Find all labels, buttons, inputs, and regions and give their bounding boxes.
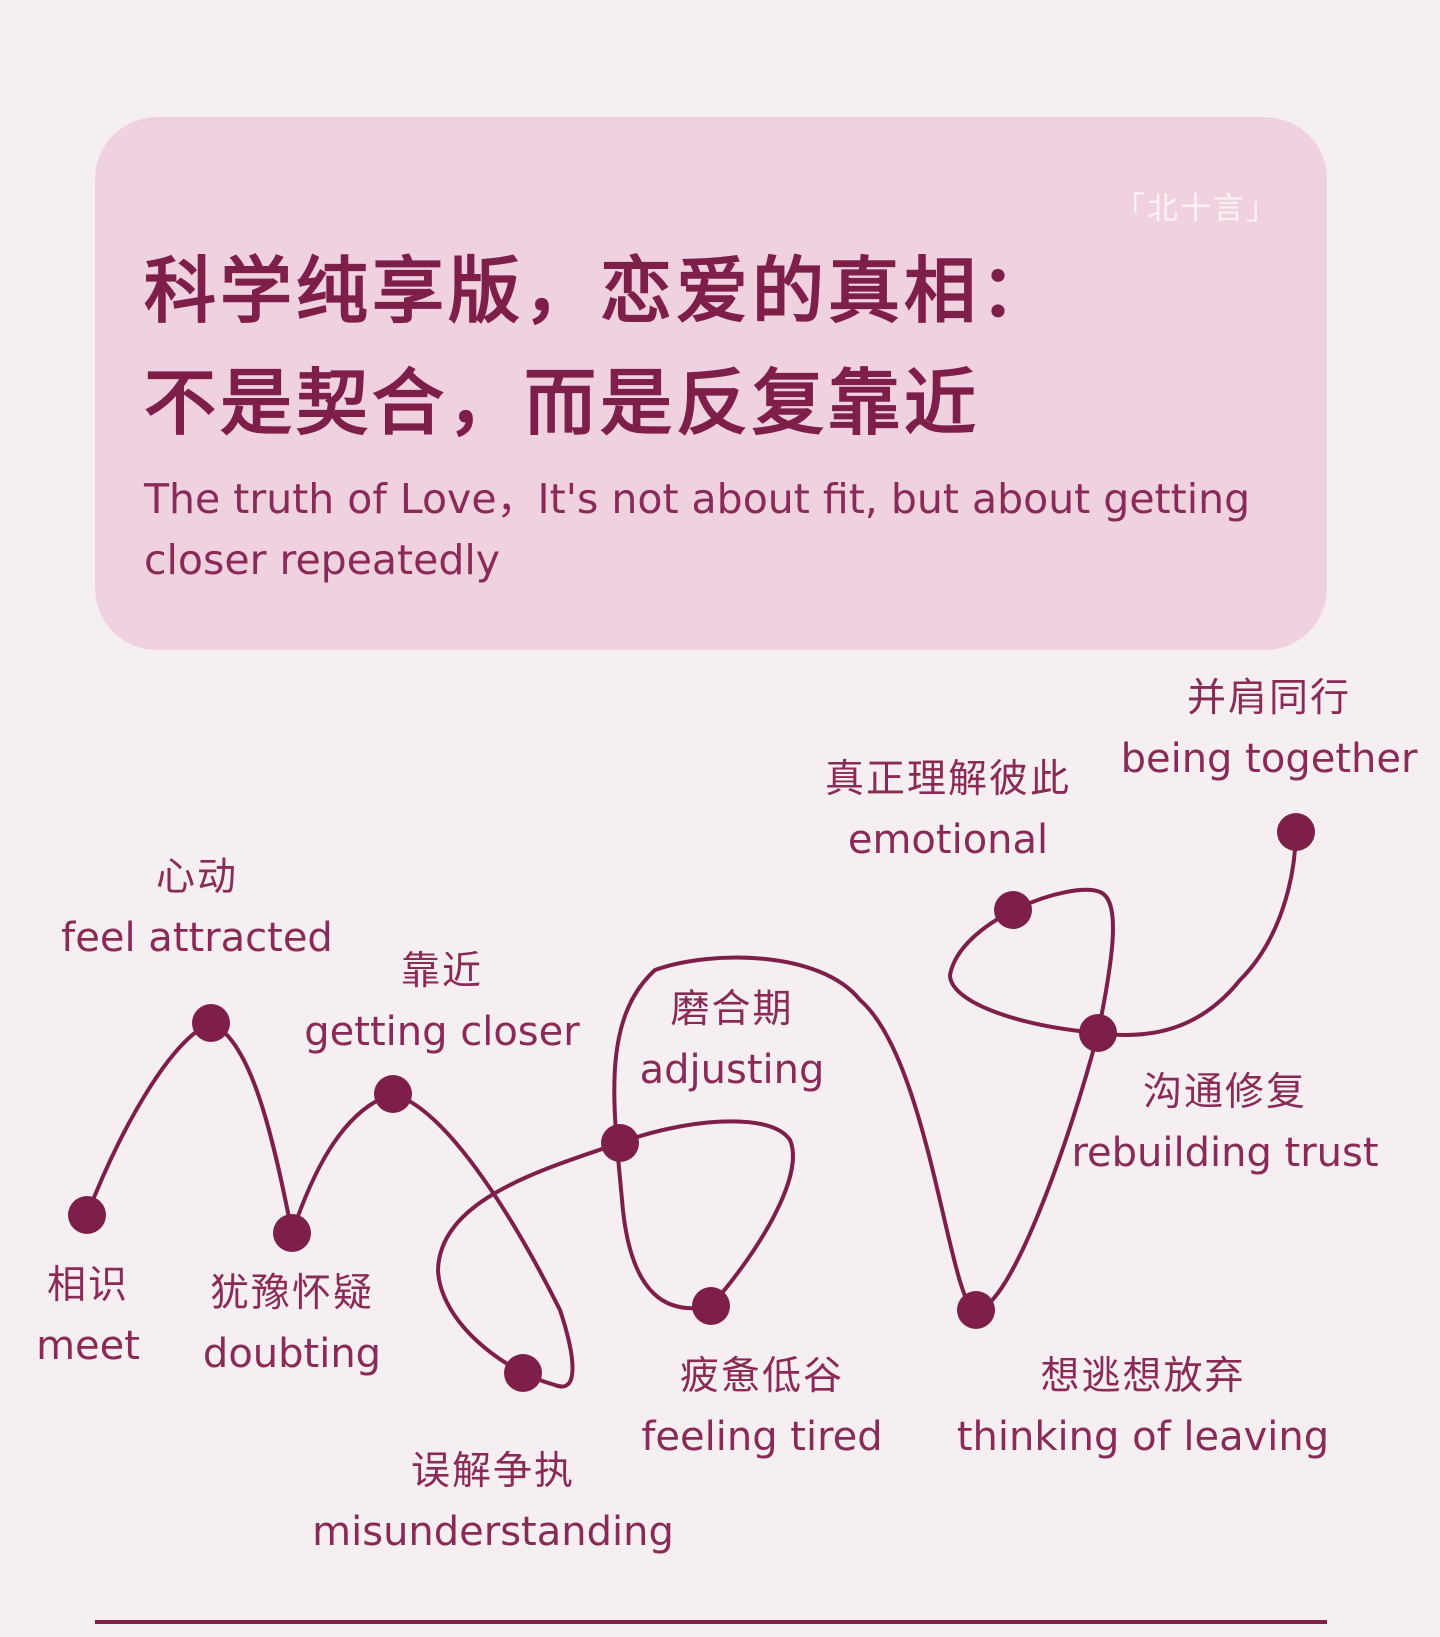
stage-zh: 靠近 [400,949,484,994]
stage-label-being-together: 并肩同行 being together [1121,669,1418,789]
stage-zh: 疲惫低谷 [679,1354,845,1399]
stage-zh: 相识 [46,1263,129,1308]
stage-markers [68,813,1315,1392]
marker-misunderstanding [504,1354,542,1392]
marker-meet [68,1196,106,1234]
stage-en: rebuilding trust [1071,1130,1379,1176]
marker-getting-closer [374,1075,412,1113]
stage-label-rebuilding-trust: 沟通修复 rebuilding trust [1071,1063,1378,1183]
marker-rebuilding-trust [1079,1014,1117,1052]
stage-en: misunderstanding [312,1509,674,1555]
subtitle-line-1: The truth of Love，It's not about fit, bu… [144,475,1251,523]
stage-en: meet [36,1323,140,1369]
stage-zh: 心动 [155,855,239,900]
stage-label-adjusting: 磨合期 adjusting [640,980,825,1100]
stage-label-getting-closer: 靠近 getting closer [304,942,579,1062]
stage-label-feeling-tired: 疲惫低谷 feeling tired [641,1347,882,1467]
stage-en: thinking of leaving [956,1414,1330,1460]
stage-label-feel-attracted: 心动 feel attracted [61,848,333,968]
subtitle-line-2: closer repeatedly [144,536,501,584]
title-line-2: 不是契合，而是反复靠近 [144,361,981,445]
marker-feel-attracted [192,1004,230,1042]
marker-emotional [994,891,1032,929]
title-line-1: 科学纯享版，恋爱的真相： [144,249,1057,333]
stage-zh: 沟通修复 [1142,1070,1308,1115]
header-card: 「北十言」 科学纯享版，恋爱的真相： 不是契合，而是反复靠近 The truth… [95,117,1327,650]
page-title: 科学纯享版，恋爱的真相： 不是契合，而是反复靠近 [144,235,1056,459]
stage-en: doubting [202,1331,382,1377]
marker-being-together [1277,813,1315,851]
stage-zh: 犹豫怀疑 [209,1271,374,1316]
stage-label-misunderstanding: 误解争执 misunderstanding [312,1442,674,1562]
stage-zh: 想逃想放弃 [1040,1354,1246,1399]
bottom-divider [95,1620,1327,1624]
stage-label-thinking-of-leaving: 想逃想放弃 thinking of leaving [957,1347,1329,1467]
marker-thinking-of-leaving [957,1291,995,1329]
stage-zh: 并肩同行 [1186,676,1352,721]
stage-label-emotional: 真正理解彼此 emotional [825,750,1071,870]
stage-en: getting closer [304,1009,580,1055]
stage-zh: 误解争执 [410,1449,576,1494]
page-subtitle: The truth of Love，It's not about fit, bu… [144,469,1264,591]
stage-en: adjusting [639,1047,825,1093]
stage-en: being together [1120,736,1418,782]
stage-en: feeling tired [641,1414,883,1460]
marker-feeling-tired [692,1287,730,1325]
stage-en: emotional [847,817,1049,863]
stage-en: feel attracted [61,915,333,961]
marker-adjusting [601,1124,639,1162]
brand-mark: 「北十言」 [1114,191,1279,227]
stage-zh: 真正理解彼此 [824,757,1072,802]
stage-zh: 磨合期 [670,987,794,1032]
stage-label-meet: 相识 meet [36,1256,140,1376]
stage-label-doubting: 犹豫怀疑 doubting [203,1264,381,1384]
marker-doubting [273,1214,311,1252]
